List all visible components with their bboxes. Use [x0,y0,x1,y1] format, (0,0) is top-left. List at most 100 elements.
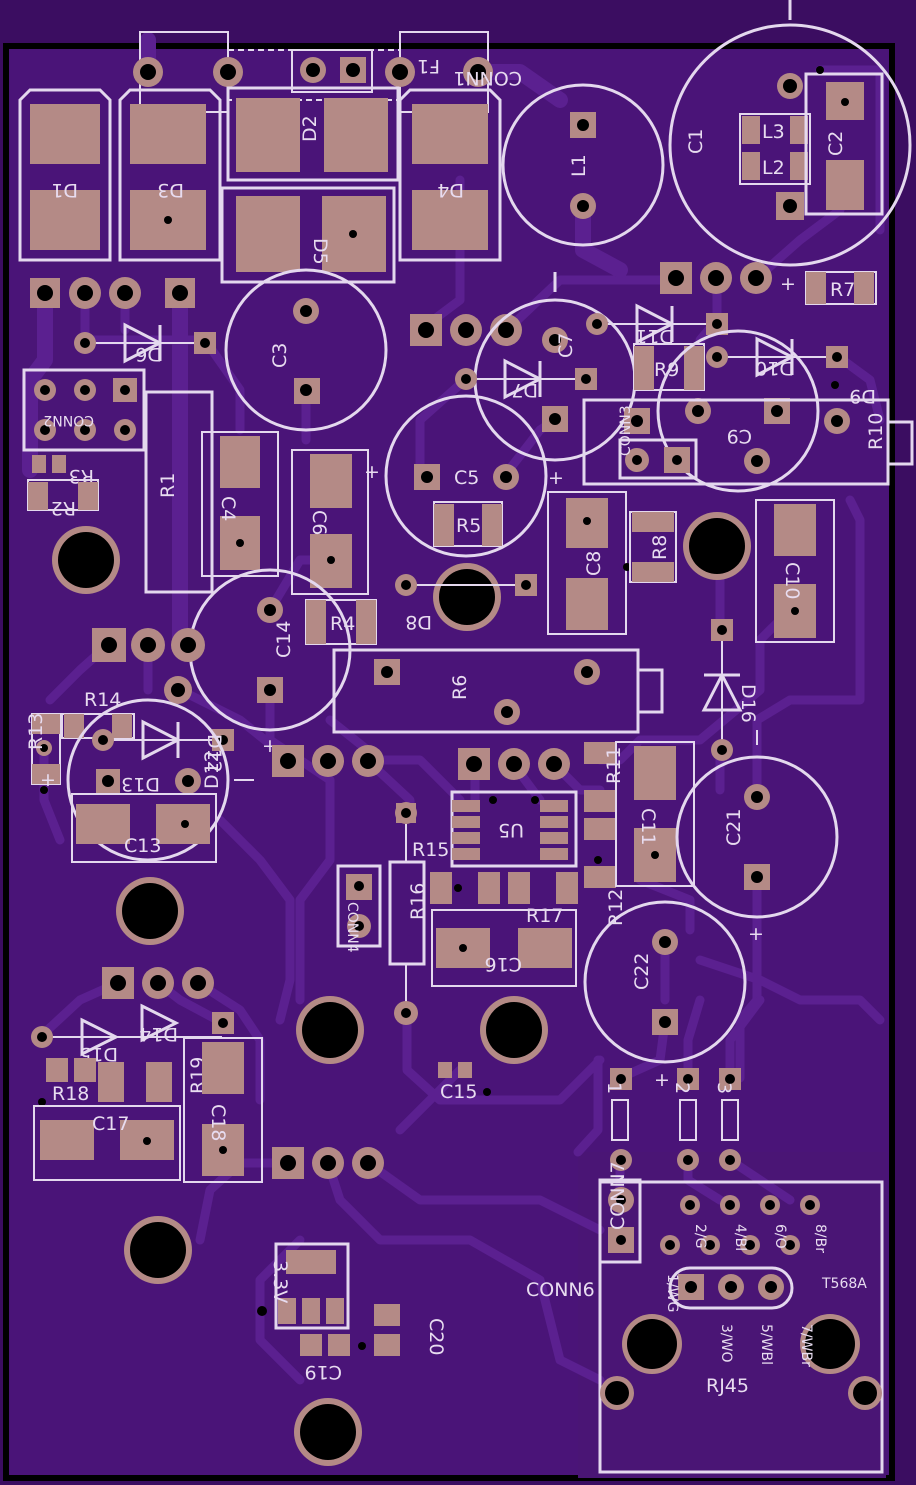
rj-1-label: 1/WG [664,1274,680,1312]
diode-d8: D8 [395,574,537,633]
c6-label: C6 [308,510,330,535]
pin-2-label: 2 [671,1082,693,1094]
d12-label: D12 [201,750,223,789]
r16-label: R16 [407,883,429,920]
d7-label: D7 [511,379,538,401]
conn6-label: CONN6 [526,1279,595,1301]
c18-label: C18 [207,1104,229,1141]
connector-conn3: CONN3 [618,405,698,480]
resistor-r10: R10 [582,398,914,486]
d3-label: D3 [157,179,184,201]
header-center-a [272,745,384,777]
header-left-low [102,967,214,999]
capacitor-c10: C10 [755,499,835,643]
plus-label: + [548,467,564,489]
resistor-r3-r2: R3 R2 [27,455,99,519]
capacitor-c8: C8 [547,491,631,635]
r10-label: R10 [865,413,887,450]
t568a-label: T568A [821,1276,867,1292]
c13-label: C13 [124,835,161,857]
rj-3-label: 3/WO [718,1324,734,1363]
r17-label: R17 [526,905,563,927]
rj-6-label: 6/O [772,1224,788,1249]
c3-label: C3 [269,343,291,368]
r8-label: R8 [649,535,671,560]
resistor-r9: R9 [633,343,705,391]
d13-label: D13 [121,773,160,795]
d11-label: D11 [635,325,674,347]
header-left-top [30,277,195,309]
smd-r11-r12: R11 R12 [584,742,627,926]
plus-label: + [748,923,764,945]
d9-label: D9 [849,385,876,407]
resistor-r13: R13 [25,713,61,794]
c15-label: C15 [440,1081,477,1103]
diode-d16: D16 [701,619,759,761]
r13-label: R13 [25,713,47,750]
capacitor-c13: C13 [71,793,217,863]
d5-label: D5 [309,238,331,265]
r14-label: R14 [84,689,121,711]
capacitor-c17: C17 [33,1105,181,1181]
c4-label: C4 [217,496,239,521]
c16-label: C16 [485,953,522,975]
diode-d11: D11 [586,303,728,347]
header-right-top: + R7 [660,262,877,305]
diode-d4: D4 [398,88,502,262]
capacitor-c15: C15 [438,1062,491,1103]
header-bottom [272,1147,384,1179]
c19-label: C19 [305,1361,342,1383]
pin-resistors: 1 2 3 [603,1068,741,1171]
c9-label: C9 [727,425,752,447]
r7-label: R7 [830,279,855,301]
rj-2-label: 2/G [692,1224,708,1248]
r15-label: R15 [412,839,449,861]
c11-label: C11 [637,808,659,845]
d4-label: D4 [437,179,464,201]
r3-label: R3 [69,465,94,487]
capacitor-c3: C3 [224,268,388,432]
c1-label: C1 [685,129,707,154]
conn4-label: CONN4 [344,902,360,953]
r2-label: R2 [51,497,76,519]
header-left-mid [92,628,205,704]
capacitor-c6: + C6 [291,449,380,595]
c14-label: C14 [273,621,295,658]
l2-label: L2 [762,157,785,179]
u5-label: U5 [498,819,524,841]
mounting-holes [52,512,751,1466]
connector-conn4: CONN4 [336,864,382,953]
rj-7-label: 7/WBr [798,1324,814,1367]
d14-label: D14 [139,1023,178,1045]
c2-label: C2 [825,131,847,156]
r18-label: R18 [52,1083,89,1105]
reg33-label: 3.3V [269,1260,291,1303]
f1-label: F1 [417,55,440,77]
r11-label: R11 [603,747,625,784]
connector-conn2: CONN2 [22,368,146,452]
regulator-3v3: 3.3V [257,1242,350,1330]
c7-label: C7 [555,333,577,358]
capacitor-c9: C9 [656,329,820,493]
plus-label: + [364,461,380,483]
plus-label: + [40,769,56,791]
r6-label: R6 [449,675,471,700]
d10-label: D10 [755,357,794,379]
conn3-label: CONN3 [618,405,634,456]
header-center-b [458,748,570,780]
diode-d1: D1 [18,88,112,262]
resistor-r4: R4 [305,599,377,645]
rj-5-label: 5/WBl [758,1324,774,1365]
c20-label: C20 [425,1318,447,1355]
rj-8-label: 8/Br [812,1224,828,1253]
c10-label: C10 [781,562,803,599]
diode-d7: D7 [455,358,597,401]
connector-rj45: 2/G 4/Bl 6/O 8/Br 1/WG 3/WO 5/WBl 7/WBr … [598,1180,884,1474]
conn7-label: CONN7 [607,1161,629,1230]
d1-label: D1 [51,179,78,201]
inductor-l1: L1 CONN1 [453,67,665,247]
capacitor-c4: C4 [201,431,279,577]
rj-4-label: 4/Bl [732,1224,748,1251]
diode-d3: D3 [118,88,222,262]
r5-label: R5 [456,515,481,537]
